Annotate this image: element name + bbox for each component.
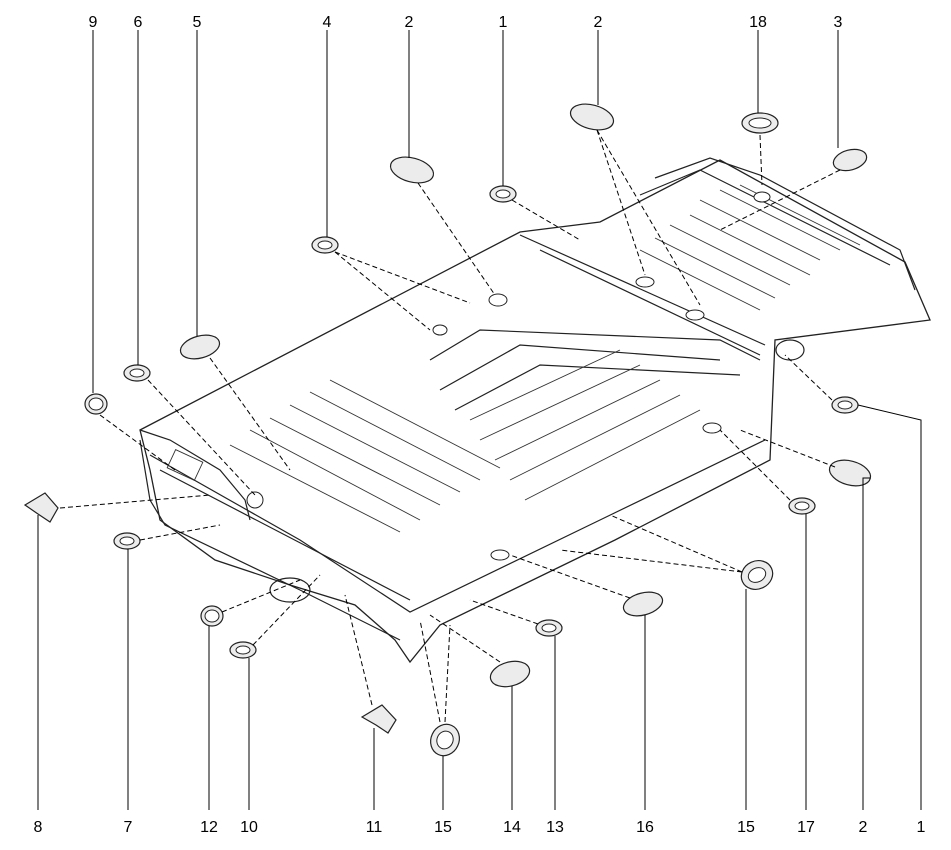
plug-9 bbox=[84, 393, 108, 415]
callout-13: 13 bbox=[546, 819, 564, 836]
callouts-top: 9 6 5 4 2 1 2 18 3 bbox=[89, 14, 843, 31]
grommet-6 bbox=[123, 364, 151, 382]
oval-plug-3 bbox=[832, 148, 868, 172]
callout-18: 18 bbox=[749, 14, 767, 31]
installation-lines bbox=[59, 129, 841, 723]
oval-plug-5 bbox=[179, 334, 221, 360]
plug-12 bbox=[200, 605, 224, 627]
grommet-1b bbox=[831, 396, 859, 414]
slotted-plug-15b bbox=[740, 560, 774, 590]
slotted-plug-15a bbox=[430, 723, 460, 757]
callout-8: 8 bbox=[34, 819, 43, 836]
oval-plug-2c bbox=[828, 459, 872, 487]
grommet-17 bbox=[788, 497, 816, 515]
oval-plug-2a bbox=[389, 156, 435, 184]
callout-10: 10 bbox=[240, 819, 258, 836]
parts bbox=[23, 103, 872, 757]
callout-6: 6 bbox=[134, 14, 143, 31]
grommet-4 bbox=[311, 236, 339, 254]
callout-2-top-b: 2 bbox=[594, 14, 603, 31]
callout-1-top: 1 bbox=[499, 14, 508, 31]
callout-4: 4 bbox=[323, 14, 332, 31]
callout-7: 7 bbox=[124, 819, 133, 836]
slotted-plug-18 bbox=[741, 112, 779, 134]
grommet-10 bbox=[229, 641, 257, 659]
callouts-bottom: 8 7 12 10 11 15 14 13 16 15 17 2 1 bbox=[34, 819, 926, 836]
callout-15-right: 15 bbox=[737, 819, 755, 836]
floor-pan-assembly bbox=[139, 157, 931, 664]
grommet-1a bbox=[489, 185, 517, 203]
callout-16: 16 bbox=[636, 819, 654, 836]
grommet-13 bbox=[535, 619, 563, 637]
callout-15-left: 15 bbox=[434, 819, 452, 836]
callout-11: 11 bbox=[366, 819, 383, 836]
callout-5: 5 bbox=[193, 14, 202, 31]
callout-3: 3 bbox=[834, 14, 843, 31]
cap-8 bbox=[23, 492, 59, 523]
cap-11 bbox=[360, 704, 397, 734]
grommet-7 bbox=[113, 532, 141, 550]
callout-2-bottom: 2 bbox=[859, 819, 868, 836]
callout-1-bottom: 1 bbox=[917, 819, 926, 836]
callout-2-top-a: 2 bbox=[405, 14, 414, 31]
oval-plug-2b bbox=[569, 103, 615, 131]
callout-12: 12 bbox=[200, 819, 218, 836]
oval-plug-14 bbox=[489, 660, 531, 688]
leader-lines bbox=[37, 30, 922, 810]
oval-plug-16 bbox=[622, 591, 664, 617]
callout-17: 17 bbox=[797, 819, 815, 836]
callout-14: 14 bbox=[503, 819, 521, 836]
callout-9: 9 bbox=[89, 14, 98, 31]
